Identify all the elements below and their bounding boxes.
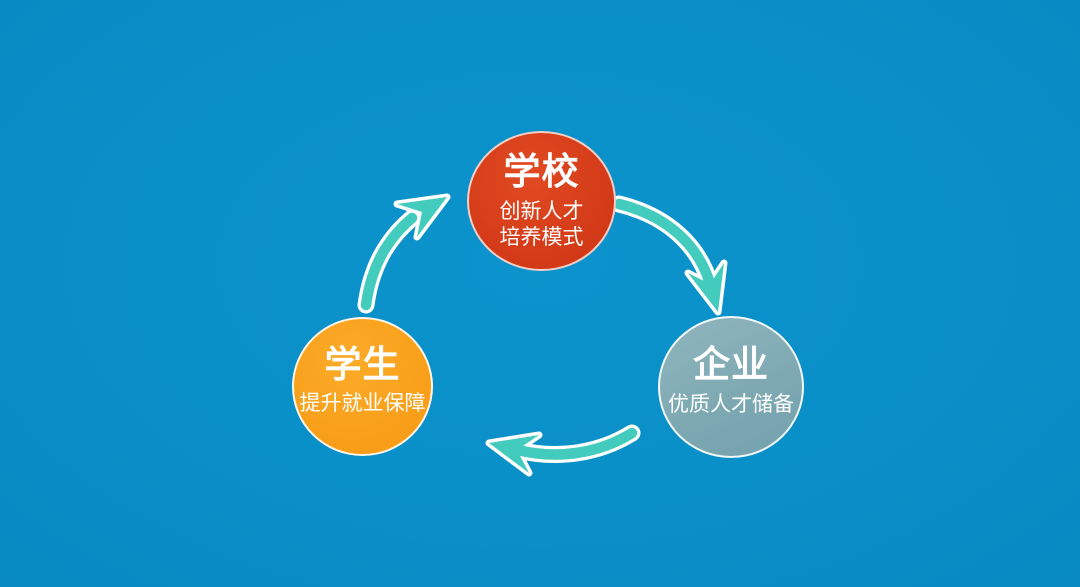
school-to-enterprise-arrow xyxy=(610,195,728,316)
node-student-subtitle: 提升就业保障 xyxy=(299,391,426,416)
node-school-subtitle: 创新人才 培养模式 xyxy=(500,198,584,250)
node-school-title: 学校 xyxy=(503,150,580,194)
node-school: 学校 创新人才 培养模式 xyxy=(467,131,616,271)
student-to-school-arrow xyxy=(357,193,451,314)
node-enterprise: 企业 优质人才储备 xyxy=(658,316,804,458)
node-enterprise-content: 企业 优质人才储备 xyxy=(668,343,794,417)
node-student: 学生 提升就业保障 xyxy=(292,317,433,456)
node-school-subtitle-line1: 创新人才 xyxy=(499,198,584,223)
enterprise-to-student-arrow xyxy=(485,424,641,477)
node-student-title: 学生 xyxy=(324,342,401,386)
node-school-content: 学校 创新人才 培养模式 xyxy=(500,150,584,250)
node-enterprise-subtitle: 优质人才储备 xyxy=(668,391,794,416)
node-school-subtitle-line2: 培养模式 xyxy=(499,224,584,249)
node-enterprise-title: 企业 xyxy=(693,343,769,387)
node-student-content: 学生 提升就业保障 xyxy=(299,342,426,417)
